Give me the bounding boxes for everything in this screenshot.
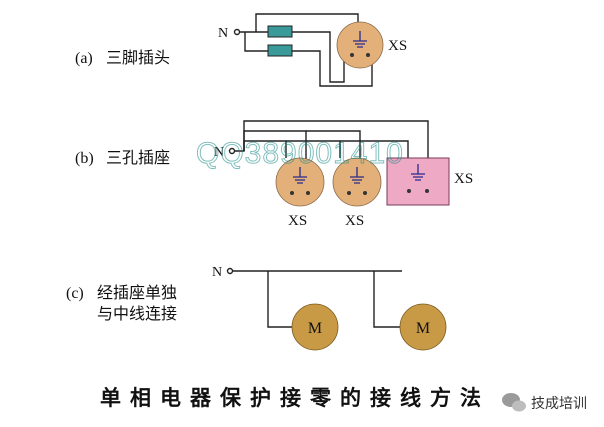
socket-a-label: XS [388,38,407,54]
ground-icon [353,31,367,48]
fuse-2 [267,44,293,57]
socket-b-3-hole-right [425,189,429,193]
socket-a-body [336,21,384,69]
wire-c-m1 [267,271,292,328]
motor-1: M [291,303,339,351]
section-a-neutral-label: N [218,26,228,41]
socket-b-3-hole-left [407,189,411,193]
section-b-title: 三孔插座 [106,149,170,167]
motor-2-label: M [416,320,430,337]
section-b-neutral-label: N [214,145,224,160]
socket-b-1-hole-right [306,191,310,195]
motor-1-label: M [308,320,322,337]
motor-1-body [291,303,339,351]
motor-2-body [399,303,447,351]
section-a-title: 三脚插头 [106,49,170,67]
section-c-neutral-label: N [212,265,222,280]
socket-b-3-label: XS [454,171,473,187]
socket-b-2 [332,157,382,207]
source-badge: 技成培训 [488,388,602,418]
section-b: (b) 三孔插座 N XS XS [75,120,473,229]
socket-b-3 [386,157,450,206]
socket-b-1-hole-left [290,191,294,195]
section-c-title-line2: 与中线连接 [97,305,177,323]
socket-b-1 [275,157,325,207]
motor-2: M [399,303,447,351]
section-b-wires [228,120,429,160]
ground-icon [293,167,307,184]
section-c-title-line1: 经插座单独 [97,284,177,302]
section-a: (a) 三脚插头 N XS [75,13,407,87]
wire-b-sock2 [306,130,361,160]
wechat-icon [502,393,526,412]
wire-b-top [235,120,429,160]
section-b-tag: (b) [75,150,94,167]
section-c-terminal [226,267,234,275]
wire-a-n3 [292,50,373,87]
wire-b-n1 [243,140,287,158]
section-a-terminal [233,28,241,36]
socket-b-2-hole-right [363,191,367,195]
socket-a [336,21,384,69]
socket-b-1-label: XS [288,213,307,229]
socket-a-hole-left [350,53,354,57]
socket-b-2-label: XS [345,213,364,229]
wire-a-live [292,31,345,83]
socket-a-hole-right [366,53,370,57]
caption: 单相电器保护接零的接线方法 [100,386,490,410]
socket-b-2-hole-left [347,191,351,195]
socket-b-2-body [332,157,382,207]
section-a-tag: (a) [75,50,93,67]
section-c-wires [226,267,402,328]
ground-icon [350,167,364,184]
section-c: (c) 经插座单独 与中线连接 N M M [66,265,447,351]
fuse-1 [267,25,293,38]
section-b-terminal [228,147,236,155]
watermark: QQ389001410 [196,137,404,170]
wire-a-n2 [244,32,268,52]
wire-c-m2 [373,271,400,328]
ground-icon [411,164,425,181]
badge-text: 技成培训 [531,395,587,411]
section-c-tag: (c) [66,285,84,302]
socket-b-1-body [275,157,325,207]
wire-b-n3 [340,140,409,158]
